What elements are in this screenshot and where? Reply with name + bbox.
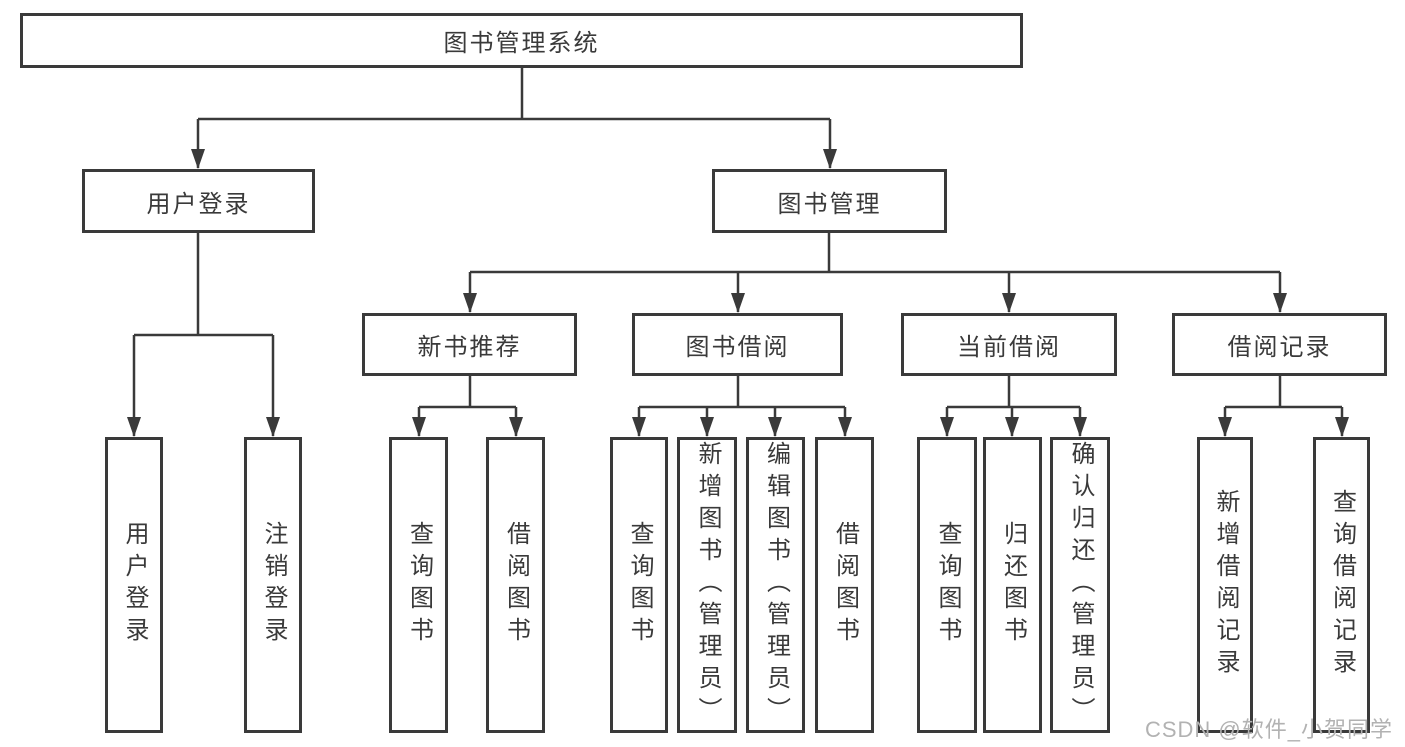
node-leaf-add-borrow-record: 新增借阅记录: [1197, 437, 1253, 733]
node-leaf-borrow-books-2: 借阅图书: [815, 437, 874, 733]
node-leaf-edit-books-admin: 编辑图书（管理员）: [746, 437, 805, 733]
connector-arrows: [127, 119, 1349, 437]
node-label: 查询图书: [934, 521, 961, 649]
node-label: 确认归还（管理员）: [1067, 441, 1094, 729]
node-current-borrowing: 当前借阅: [901, 313, 1117, 376]
node-label: 新增图书（管理员）: [694, 441, 721, 729]
node-user-login: 用户登录: [82, 169, 315, 233]
node-label: 用户登录: [121, 521, 148, 649]
node-leaf-user-login: 用户登录: [105, 437, 163, 733]
node-book-borrowing: 图书借阅: [632, 313, 843, 376]
node-leaf-query-books-2: 查询图书: [610, 437, 668, 733]
connector-elbows: [134, 68, 1342, 409]
node-borrowing-records: 借阅记录: [1172, 313, 1387, 376]
node-leaf-query-borrow-record: 查询借阅记录: [1313, 437, 1370, 733]
node-leaf-add-books-admin: 新增图书（管理员）: [677, 437, 737, 733]
node-label: 查询图书: [405, 521, 433, 649]
csdn-watermark: CSDN @软件_小贺同学: [1144, 717, 1393, 742]
node-label: 编辑图书（管理员）: [762, 441, 790, 729]
node-new-book-recommend: 新书推荐: [362, 313, 577, 376]
node-leaf-return-books: 归还图书: [983, 437, 1042, 733]
node-label: 注销登录: [260, 521, 287, 649]
node-book-management: 图书管理: [712, 169, 947, 233]
node-label: 借阅图书: [831, 521, 859, 649]
node-label: 归还图书: [999, 521, 1027, 649]
node-label: 借阅图书: [502, 521, 530, 649]
node-library-management-system: 图书管理系统: [20, 13, 1023, 68]
node-label: 新增借阅记录: [1212, 489, 1239, 681]
node-label: 查询借阅记录: [1328, 489, 1356, 681]
node-leaf-query-books-1: 查询图书: [389, 437, 448, 733]
node-leaf-logout: 注销登录: [244, 437, 302, 733]
node-leaf-confirm-return-admin: 确认归还（管理员）: [1050, 437, 1110, 733]
node-leaf-query-books-3: 查询图书: [917, 437, 977, 733]
node-label: 查询图书: [626, 521, 653, 649]
node-leaf-borrow-books-1: 借阅图书: [486, 437, 545, 733]
